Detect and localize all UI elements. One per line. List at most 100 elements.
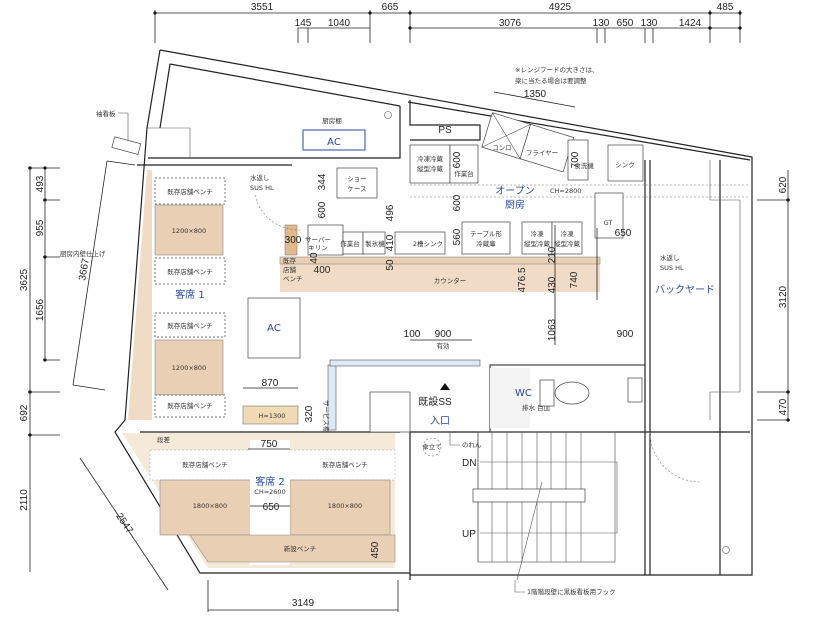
seat-area-1-label: 客席 1 — [175, 288, 205, 301]
table-3-label: 1800×800 — [193, 502, 227, 510]
existing-ss-label: 既設SS — [418, 395, 452, 408]
right-dimensions: 620 3120 470 — [757, 170, 790, 422]
sink-label: シンク — [615, 161, 635, 169]
bench-4-label: 既存店舗ベンチ — [167, 401, 213, 410]
seat-area-2-label: 客席 2 — [255, 475, 285, 488]
dim-955: 955 — [35, 219, 46, 236]
kitchen-label: 厨房 — [505, 198, 525, 211]
entrance-label: 入口 — [430, 416, 450, 427]
dim-top-4925: 4925 — [549, 2, 572, 13]
kitchen-line: 冷凍冷蔵 縦型冷蔵 作業台 600 コンロ フライヤー 食洗機 700 シンク — [409, 112, 750, 198]
ceiling-height-seat2: CH=2600 — [254, 488, 285, 496]
dim-50: 50 — [385, 259, 396, 271]
worktable-2-label: 作業台 — [454, 169, 474, 178]
dim-496: 496 — [385, 204, 396, 221]
signboard-label: 袖看板 — [96, 109, 116, 118]
grease-trap-label: GT — [604, 219, 613, 227]
dim-650: 650 — [617, 18, 634, 29]
dim-210: 210 — [547, 246, 558, 263]
table-2-label: 1200×800 — [172, 364, 206, 372]
dim-145: 145 — [295, 18, 312, 29]
dim-2547: 2547 — [113, 511, 135, 536]
umbrella-stand-label: 傘立て — [422, 442, 442, 451]
dim-493: 493 — [35, 175, 46, 192]
drain-label: 排水 目皿 — [522, 403, 551, 412]
stair-up-label: UP — [462, 529, 476, 540]
h1300-label: H=1300 — [259, 412, 286, 420]
dim-740: 740 — [569, 271, 580, 288]
hook-note: 1階階段壁に黒板看板用フック — [527, 587, 616, 596]
bench-3-label: 既存店舗ベンチ — [167, 321, 213, 330]
bench-1-label: 既存店舗ベンチ — [167, 187, 213, 196]
dim-top-3551: 3551 — [251, 2, 274, 13]
table-fridge-label-2: 冷蔵庫 — [476, 239, 496, 248]
icemaker-label: 製氷機 — [365, 239, 385, 248]
kitchen-dimensions: 344 600 300 40 400 496 410 50 600 560 21… — [285, 173, 634, 345]
staircase: DN UP 1階階段壁に黒板看板用フック — [462, 431, 618, 596]
left-dimensions: 3625 692 2110 493 955 1656 3667 厨房内壁仕上げ … — [19, 160, 169, 591]
dim-3625: 3625 — [19, 268, 30, 291]
dim-320: 320 — [304, 405, 315, 422]
worktable-label: 作業台 — [340, 239, 360, 248]
dim-430: 430 — [547, 276, 558, 293]
freezer2-label-1: 冷凍 — [561, 229, 575, 238]
two-tank-sink-label: 2槽シンク — [413, 239, 443, 248]
server-label-2: キリン — [308, 244, 328, 252]
dim-1656: 1656 — [35, 298, 46, 321]
dim-1350: 1350 — [524, 89, 547, 100]
showcase — [336, 167, 378, 199]
freezer2-label-2: 縦型冷蔵 — [554, 239, 581, 248]
effective-width-label: 有効 — [437, 341, 451, 350]
entrance-area: 100 900 有効 既設SS 入口 傘立て のれん — [329, 329, 482, 457]
dim-344: 344 — [317, 173, 328, 190]
existing-counter-3: ベンチ — [283, 275, 303, 283]
note-range-hood-2: 梁に当たる場合は要調整 — [515, 76, 587, 85]
dim-750: 750 — [261, 439, 278, 450]
dim-40: 40 — [309, 252, 320, 264]
note-wall-finish: 厨房内壁仕上げ — [60, 249, 106, 258]
fridge-top-label-1: 冷凍冷蔵 — [417, 154, 444, 163]
server-label-1: サーバー — [305, 236, 331, 244]
dim-620: 620 — [778, 176, 789, 193]
dim-450: 450 — [370, 541, 381, 558]
ps-label: PS — [438, 125, 452, 136]
wc-label: WC — [515, 388, 532, 399]
open-kitchen-label: オープン — [495, 185, 534, 197]
dim-100: 100 — [404, 329, 421, 340]
existing-counter-2: 店舗 — [283, 265, 297, 274]
dim-476-5: 476.5 — [517, 267, 528, 292]
freezer1-label-2: 縦型冷蔵 — [524, 239, 551, 248]
dim-3076: 3076 — [499, 18, 522, 29]
signboard: 袖看板 — [96, 109, 142, 155]
noren-label: のれん — [462, 441, 482, 449]
bench-2-label: 既存店舗ベンチ — [167, 267, 213, 276]
dim-top-665: 665 — [382, 2, 399, 13]
new-bench-label: 新設ベンチ — [284, 544, 317, 553]
step-label: 段差 — [157, 435, 171, 444]
existing-counter-1: 既存 — [283, 256, 297, 265]
bench-5-label: 既存店舗ベンチ — [182, 460, 228, 469]
table-fridge-label-1: テーブル形 — [470, 229, 503, 238]
dim-top-485: 485 — [717, 2, 734, 13]
dim-600a: 600 — [317, 201, 328, 218]
sus2-label-2: SUS HL — [660, 264, 684, 272]
wc-room: WC 排水 目皿 — [489, 364, 646, 433]
note-range-hood-1: ※レンジフードの大きさは、 — [515, 65, 598, 74]
kitchen-shelf-label: 厨房棚 — [322, 116, 342, 125]
table-4-label: 1800×800 — [328, 502, 362, 510]
stove-label: コンロ — [492, 144, 512, 152]
sus2-label-1: 水返し — [660, 253, 680, 262]
dim-1040: 1040 — [328, 18, 351, 29]
ac-unit-kitchen — [302, 129, 366, 151]
dishwasher-label: 食洗機 — [574, 161, 594, 170]
dim-400: 400 — [314, 265, 331, 276]
top-dimensions: 3551 665 4925 485 145 1040 3076 130 650 … — [153, 2, 742, 43]
dim-3120: 3120 — [778, 285, 789, 308]
dim-900-entry: 900 — [435, 329, 452, 340]
dim-650-gt: 650 — [615, 228, 632, 239]
bench-6-label: 既存店舗ベンチ — [322, 460, 368, 469]
showcase-label-2: ケース — [347, 185, 366, 193]
backyard-label: バックヤード — [655, 284, 715, 296]
seating-area-1: 既存店舗ベンチ 1200×800 既存店舗ベンチ 客席 1 既存店舗ベンチ 12… — [128, 170, 226, 420]
